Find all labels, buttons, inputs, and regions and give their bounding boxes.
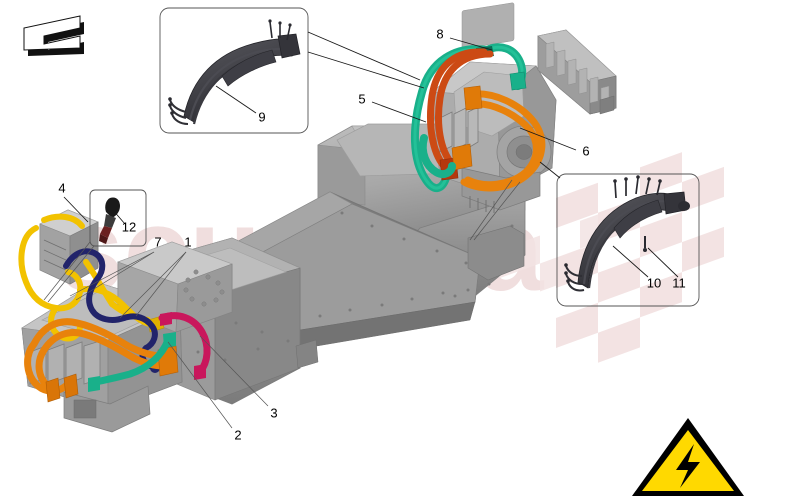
- callout-2: 2: [234, 427, 241, 442]
- callout-11: 11: [672, 275, 686, 290]
- hv-cooler-module: [537, 29, 617, 115]
- callout-12: 12: [122, 219, 136, 234]
- connector-part-12-illustration: [99, 197, 120, 244]
- callout-6: 6: [582, 143, 589, 158]
- harness-parts-10-11-illustration: [564, 175, 690, 292]
- orange-red-cable: [427, 48, 488, 170]
- callout-3: 3: [270, 405, 277, 420]
- callout-numbers: 1 2 3 4 5 6 7 8 9 10 11 12: [58, 26, 685, 442]
- callout-7: 7: [154, 234, 161, 249]
- navy-cable: [63, 248, 127, 323]
- teal-short-cable: [418, 134, 456, 179]
- callout-leader-lines: [43, 31, 577, 429]
- harness-inset-top: [159, 7, 309, 134]
- callout-10: 10: [647, 275, 661, 290]
- callout-4: 4: [58, 180, 65, 195]
- yellow-cable: [18, 225, 59, 311]
- connector-inset-left: [89, 189, 147, 247]
- hv-cable-harness: [18, 43, 546, 403]
- harness-inset-right: [556, 173, 700, 307]
- callout-5: 5: [358, 91, 365, 106]
- orange-hv-cable-b: [464, 100, 540, 189]
- lightning-bolt-icon: [676, 444, 700, 488]
- harness-part-9-illustration: [168, 19, 301, 125]
- callout-1: 1: [184, 234, 191, 249]
- magenta-cable: [158, 312, 211, 376]
- orientation-arrow: [23, 15, 84, 56]
- callout-8: 8: [436, 26, 443, 41]
- high-voltage-warning-sign: [632, 418, 744, 496]
- callout-9: 9: [258, 109, 265, 124]
